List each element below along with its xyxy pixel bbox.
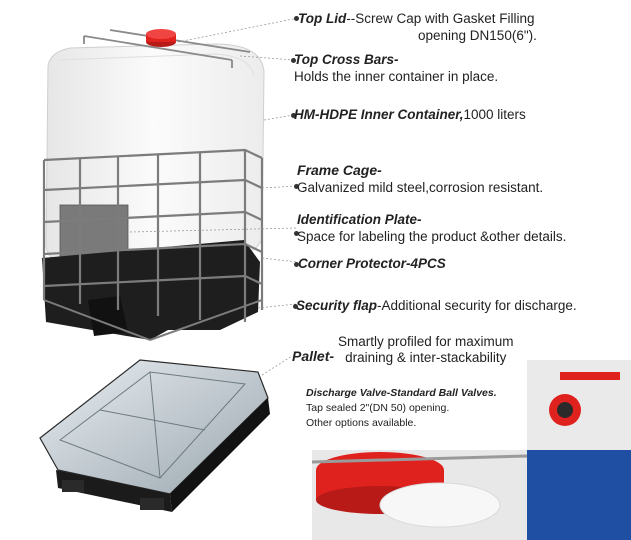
label-top-cross-bars: Top Cross Bars- Holds the inner containe…: [294, 51, 498, 85]
bullet-dot: [294, 231, 299, 236]
bullet-dot: [294, 16, 299, 21]
label-text: --Screw Cap with Gasket Filling: [346, 11, 535, 26]
label-text: opening DN150(6").: [418, 28, 537, 43]
label-text: 1000 liters: [463, 107, 526, 122]
label-title: Pallet-: [292, 348, 335, 364]
bullet-dot: [293, 304, 298, 309]
label-top-lid: Top Lid--Screw Cap with Gasket Filling o…: [298, 10, 537, 44]
label-title: Identification Plate-: [297, 212, 422, 227]
bullet-dot: [294, 262, 299, 267]
label-pallet-desc: Smartly profiled for maximum draining & …: [338, 334, 514, 366]
leader-lines: [129, 17, 299, 376]
label-frame-cage: Frame Cage- Galvanized mild steel,corros…: [297, 162, 543, 196]
valve-photo: [527, 360, 631, 540]
bullet-dot: [294, 184, 299, 189]
container-pallet: [42, 240, 260, 340]
label-inner-container: HM-HDPE Inner Container,1000 liters: [294, 106, 526, 123]
label-title: HM-HDPE Inner Container,: [294, 107, 464, 122]
cap-photo: [311, 450, 528, 540]
label-corner-protector: Corner Protector-4PCS: [298, 255, 446, 272]
label-title: Discharge Valve-Standard Ball Valves.: [306, 387, 497, 399]
bullet-dot: [291, 113, 296, 118]
top-cross-bars: [83, 29, 251, 68]
label-text: draining & inter-stackability: [345, 350, 507, 365]
label-discharge-valve: Discharge Valve-Standard Ball Valves. Ta…: [306, 386, 497, 431]
label-title: Corner Protector-4PCS: [298, 256, 446, 271]
label-text: Galvanized mild steel,corrosion resistan…: [297, 180, 544, 195]
label-pallet: Pallet-: [292, 348, 334, 365]
label-title: Top Cross Bars-: [294, 52, 399, 67]
label-text: Smartly profiled for maximum: [338, 334, 514, 349]
label-text: Space for labeling the product &other de…: [297, 229, 567, 244]
frame-cage: [42, 148, 264, 341]
bullet-dot: [291, 58, 296, 63]
label-text: Holds the inner container in place.: [294, 69, 499, 84]
label-title: Top Lid: [298, 11, 347, 26]
label-text: -Additional security for discharge.: [377, 298, 577, 313]
label-identification-plate: Identification Plate- Space for labeling…: [297, 211, 566, 245]
label-title: Frame Cage-: [297, 162, 382, 178]
label-security-flap: Security flap-Additional security for di…: [296, 297, 577, 314]
label-title: Security flap: [296, 298, 378, 313]
label-text: Other options available.: [306, 417, 417, 429]
top-lid-cap: [146, 29, 176, 47]
plastic-pallet: [39, 359, 270, 512]
label-text: Tap sealed 2"(DN 50) opening.: [306, 402, 450, 414]
